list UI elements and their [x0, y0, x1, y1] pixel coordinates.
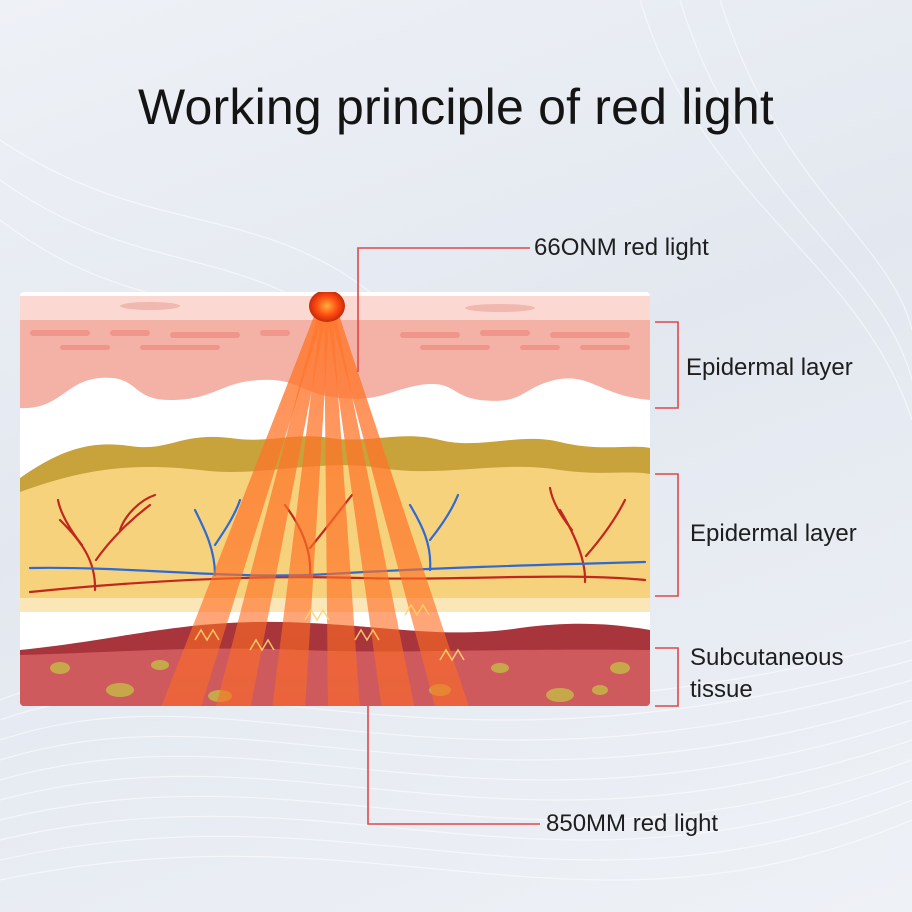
bottom-leader-line [367, 706, 540, 825]
label-epidermal-layer-1: Epidermal layer [686, 354, 853, 381]
light-source [309, 292, 345, 322]
artery-line [28, 575, 647, 594]
label-850nm: 850MM red light [546, 810, 719, 837]
page-title: Working principle of red light [138, 79, 774, 135]
bracket-epidermal-1 [655, 321, 679, 409]
label-epidermal-layer-2: Epidermal layer [690, 520, 857, 547]
label-subcutaneous-tissue: Subcutaneous tissue [690, 644, 844, 703]
label-660nm: 66ONM red light [534, 234, 709, 261]
bracket-subcutaneous [655, 647, 679, 707]
light-beams [160, 306, 470, 706]
top-leader-line [357, 247, 530, 372]
bracket-epidermal-2 [655, 473, 679, 597]
